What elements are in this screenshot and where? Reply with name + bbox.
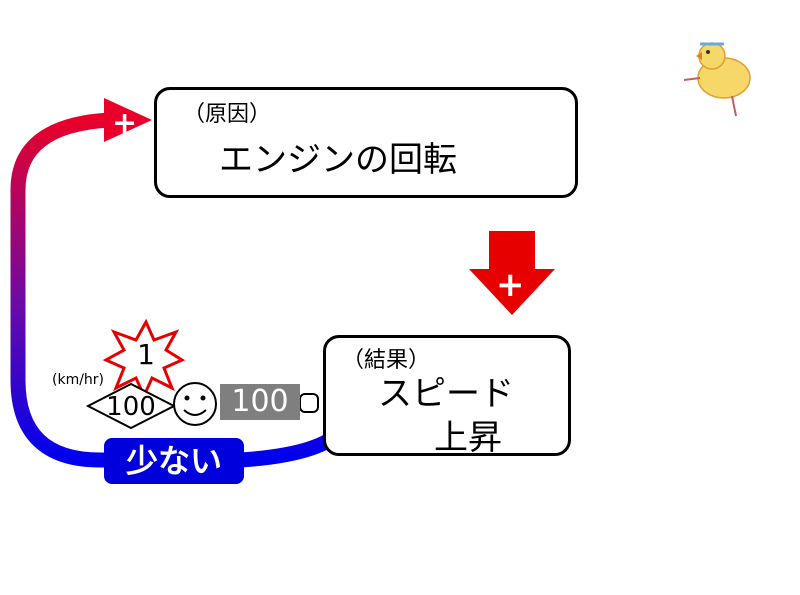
speed-sign-value: 100	[106, 392, 156, 422]
result-box: （結果） スピード 上昇	[323, 335, 571, 458]
unit-label: (km/hr)	[52, 372, 105, 388]
fuel-can-icon	[299, 393, 319, 413]
loop-plus-sign: +	[112, 106, 137, 141]
result-text-line2: 上昇	[434, 418, 502, 458]
down-arrow	[469, 231, 555, 315]
cause-text: エンジンの回転	[219, 140, 457, 180]
down-arrow-plus-sign: +	[496, 265, 525, 305]
duck-icon	[683, 42, 751, 117]
loop-arrow-head	[104, 98, 152, 142]
smiley-icon	[173, 382, 217, 426]
few-badge: 少ない	[104, 438, 244, 484]
cause-box: （原因） エンジンの回転	[154, 87, 578, 198]
feedback-loop-line	[10, 112, 348, 468]
result-text-line1: スピード	[378, 374, 514, 414]
fuel-can-value: 100	[220, 384, 300, 420]
starburst-value: 1	[137, 338, 155, 371]
result-label: （結果）	[342, 348, 431, 373]
cause-label: （原因）	[183, 102, 272, 127]
